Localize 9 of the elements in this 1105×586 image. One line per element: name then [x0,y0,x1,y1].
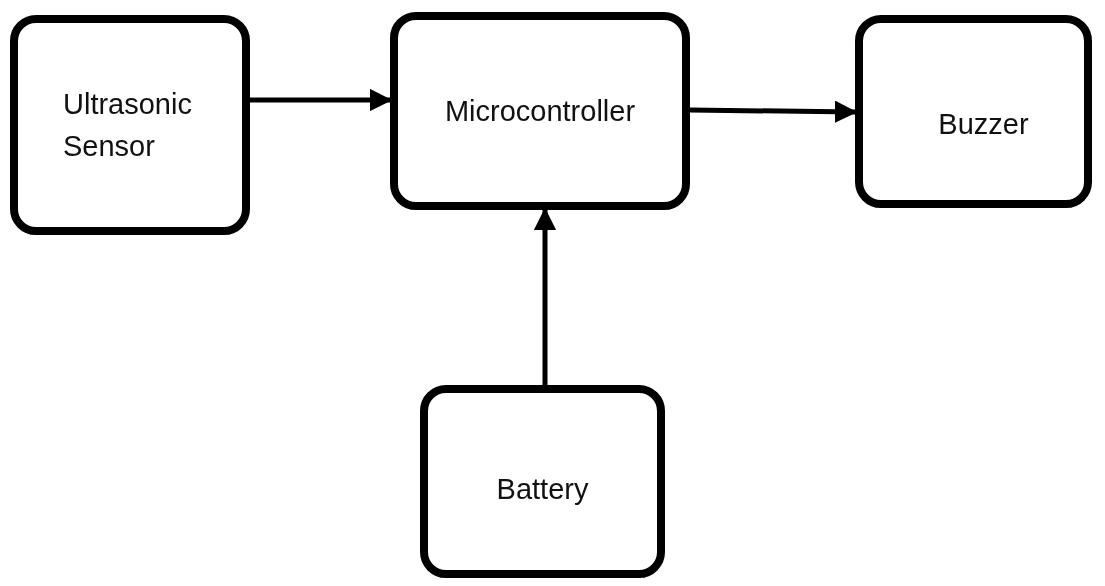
process-box [855,15,1092,208]
box-label: Battery [495,472,590,507]
process-box [420,385,665,578]
box-label: Microcontroller [443,94,637,129]
process-box [10,15,250,235]
process-box [390,12,690,210]
arrow [533,207,557,385]
box-label: Ultrasonic Sensor [63,87,193,165]
box-label: Buzzer [937,107,1030,142]
